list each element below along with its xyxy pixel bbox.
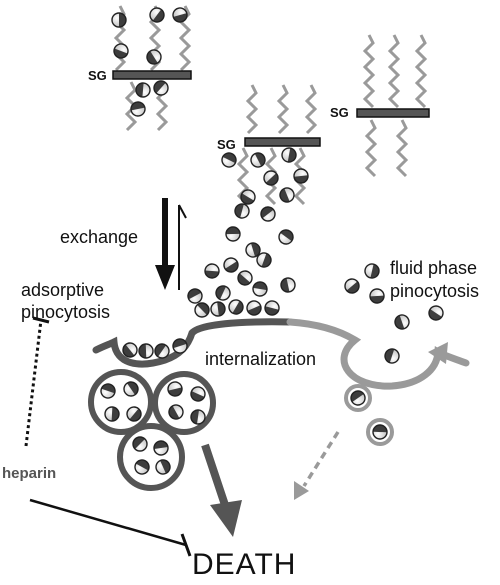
molecule-ball (223, 257, 239, 273)
sg-bar-2 (244, 137, 321, 147)
molecule-ball (100, 383, 116, 399)
endosome-2 (152, 371, 216, 435)
arrow-endosome-to-death (201, 443, 242, 537)
glycan-chains (113, 5, 428, 206)
exchange-label: exchange (60, 227, 138, 247)
endosome-1 (88, 369, 154, 435)
fluid-phase-label-line2: pinocytosis (390, 281, 479, 301)
glycan-chain (304, 84, 318, 135)
molecule-ball (190, 409, 206, 425)
molecule-ball (138, 343, 154, 359)
molecule-ball (252, 281, 268, 297)
exchange-arrows (155, 198, 187, 290)
molecule-ball (123, 381, 139, 397)
endosome-3 (117, 423, 185, 491)
glycan-chain (364, 119, 378, 178)
internalization-label: internalization (205, 349, 316, 369)
molecule-ball (278, 229, 294, 245)
glycan-chain (387, 34, 401, 109)
molecule-ball (256, 252, 272, 268)
molecule-ball (190, 386, 206, 402)
molecule-ball (279, 187, 295, 203)
molecule-ball (155, 459, 171, 475)
glycan-chain (414, 34, 428, 109)
fluid-phase-label-line1: fluid phase (390, 258, 477, 278)
molecule-ball (372, 424, 388, 440)
glycan-chain (236, 147, 250, 206)
molecule-ball (240, 189, 256, 205)
molecule-ball (210, 301, 226, 317)
heparin-inhibit-adsorptive (24, 316, 50, 447)
molecule-ball (122, 342, 138, 358)
glycan-chain (362, 34, 376, 109)
molecule-ball (364, 263, 380, 279)
molecule-ball (149, 7, 165, 23)
membrane-left (92, 318, 294, 368)
adsorptive-label-line2: pinocytosis (21, 302, 110, 322)
fluid-vesicle-2 (366, 418, 394, 446)
molecule-ball (221, 152, 237, 168)
glycan-chain (245, 84, 259, 135)
molecule-ball (228, 299, 244, 315)
molecule-ball (130, 101, 146, 117)
molecule-ball (204, 263, 220, 279)
molecule-ball (111, 12, 127, 28)
molecule-ball (154, 343, 170, 359)
sg-bar-3 (356, 108, 430, 118)
molecule-ball (264, 300, 280, 316)
molecule-ball (113, 43, 129, 59)
sg-label-3: SG (330, 105, 349, 120)
sg-label-2: SG (217, 137, 236, 152)
molecule-ball (428, 305, 444, 321)
molecule-ball (225, 226, 241, 242)
molecule-ball (172, 338, 188, 354)
molecule-ball (132, 436, 148, 452)
molecule-ball (187, 288, 203, 304)
molecule-ball (369, 288, 385, 304)
sg-bars (112, 70, 430, 147)
molecule-ball (263, 170, 279, 186)
molecule-ball (126, 406, 142, 422)
arrow-fluid-to-death (294, 431, 340, 500)
molecule-ball (168, 404, 184, 420)
molecule-ball (245, 242, 261, 258)
molecule-ball (260, 206, 276, 222)
sg-label-1: SG (88, 68, 107, 83)
molecule-ball (215, 285, 231, 301)
molecule-ball (134, 459, 150, 475)
molecule-ball (281, 147, 297, 163)
molecule-ball (104, 406, 120, 422)
molecule-balls (100, 7, 444, 475)
glycan-chain (395, 119, 409, 178)
fluid-cup-arrowhead (428, 342, 448, 364)
molecule-ball (280, 277, 296, 293)
molecule-ball (394, 314, 410, 330)
molecule-ball (246, 300, 262, 316)
molecule-ball (194, 302, 210, 318)
molecule-ball (167, 381, 183, 397)
molecule-ball (234, 203, 250, 219)
molecule-ball (153, 80, 169, 96)
molecule-ball (293, 168, 309, 184)
fluid-vesicle-1 (344, 384, 372, 412)
molecule-ball (250, 152, 266, 168)
adsorptive-label-line1: adsorptive (21, 280, 104, 300)
molecule-ball (344, 278, 360, 294)
glycan-chain (276, 84, 290, 135)
molecule-ball (237, 270, 253, 286)
molecule-ball (350, 390, 366, 406)
heparin-inhibit-death (29, 498, 192, 557)
molecule-ball (146, 49, 162, 65)
molecule-ball (135, 82, 151, 98)
death-label: DEATH (192, 548, 296, 580)
molecule-ball (172, 7, 188, 23)
heparin-label: heparin (2, 465, 56, 482)
molecule-ball (153, 440, 169, 456)
molecule-ball (384, 348, 400, 364)
sg-bar-1 (112, 70, 192, 80)
